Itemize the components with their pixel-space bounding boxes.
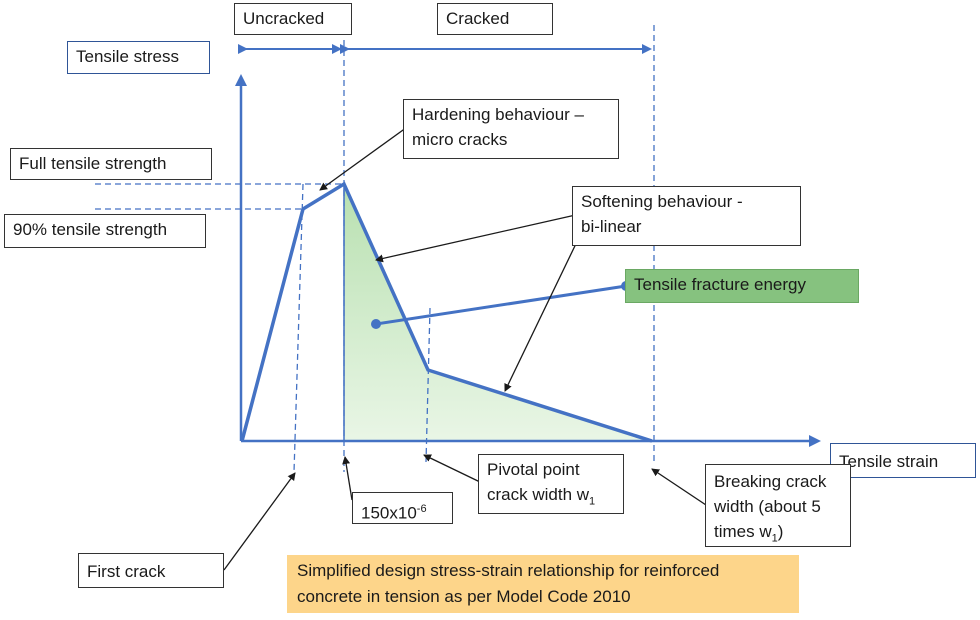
pivotal-subscript: 1 [589,495,596,508]
pivotal-point-dashed-line [425,307,431,463]
fracture-energy-dot-area [371,319,381,329]
softening-pointer-upper [375,213,581,263]
caption-line-2: concrete in tension as per Model Code 20… [297,587,631,606]
first-crack-dashed-line [293,183,304,473]
hardening-behaviour-label: Hardening behaviour – micro cracks [403,99,619,159]
softening-behaviour-label: Softening behaviour - bi-linear [572,186,801,246]
full-tensile-strength-label: Full tensile strength [10,148,212,180]
uncracked-label: Uncracked [234,3,352,35]
breaking-line-3: times w1) [714,519,842,551]
fracture-energy-pointer [375,284,627,326]
softening-pointer-lower [504,224,586,392]
pivotal-point-pointer [423,454,481,483]
strain-value-base: 150x10 [361,503,417,523]
ninety-pct-tensile-strength-label: 90% tensile strength [4,214,206,248]
breaking-subscript: 1 [771,532,778,545]
breaking-line-3-end: ) [777,522,784,541]
breaking-line-1: Breaking crack [714,472,827,491]
caption-box: Simplified design stress-strain relation… [287,555,799,613]
pivotal-line-2-text: crack width w [487,485,590,504]
x-axis-label: Tensile strain [830,443,976,478]
pivotal-line-2: crack width w1 [487,482,615,514]
fracture-energy-label: Tensile fracture energy [625,269,859,303]
caption-line-1: Simplified design stress-strain relation… [297,561,720,580]
strain-value-label: 150x10-6 [352,492,453,524]
pivotal-point-label: Pivotal point crack width w1 [478,454,624,514]
hardening-pointer [319,124,411,191]
first-crack-label: First crack [78,553,224,588]
cracked-label: Cracked [437,3,553,35]
softening-line-1: Softening behaviour - [581,192,743,211]
hardening-line-1: Hardening behaviour – [412,105,585,124]
breaking-line-2: width (about 5 [714,497,821,516]
fracture-energy-area [344,184,652,441]
breaking-line-3-text: times w [714,522,772,541]
pivotal-line-1: Pivotal point [487,460,580,479]
strain-value-exponent: -6 [416,503,427,515]
y-axis-label: Tensile stress [67,41,210,74]
hardening-line-2: micro cracks [412,130,508,149]
breaking-crack-label: Breaking crack width (about 5 times w1) [705,464,851,547]
breaking-crack-pointer [651,468,707,506]
strain-value-pointer [342,456,353,501]
first-crack-pointer [223,472,296,571]
softening-line-2: bi-linear [581,217,642,236]
